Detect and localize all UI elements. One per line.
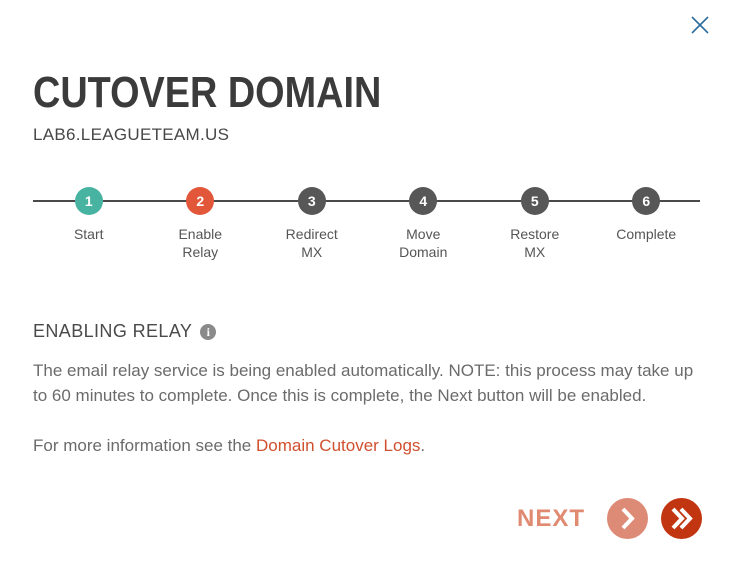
step-circle-1: 1 [74,187,103,216]
step-start: 1 Start [33,187,145,261]
step-label: Restore MX [510,226,560,261]
more-info-suffix: . [420,436,426,456]
stepper-line [33,200,700,203]
step-move-domain: 4 Move Domain [368,187,480,261]
info-icon[interactable]: i [200,323,217,340]
next-label: NEXT [516,504,585,532]
cutover-progress-stepper: 1 Start 2 Enable Relay 3 Redirect MX 4 M… [33,187,702,267]
domain-cutover-logs-link[interactable]: Domain Cutover Logs [255,436,421,456]
footer-actions: NEXT [517,498,702,539]
more-info-paragraph: For more information see the Domain Cuto… [33,433,702,458]
step-circle-4: 4 [409,187,438,216]
step-label: Complete [616,226,677,243]
domain-subtitle: LAB6.LEAGUETEAM.US [33,125,230,145]
double-chevron-right-icon [661,498,702,539]
page-title: CUTOVER DOMAIN [33,0,702,116]
finish-button[interactable] [661,498,702,539]
step-label: Move Domain [399,226,448,261]
step-redirect-mx: 3 Redirect MX [256,187,368,261]
step-circle-6: 6 [632,187,661,216]
section-heading-row: ENABLING RELAY i [33,321,702,342]
step-circle-2: 2 [186,187,215,216]
step-enable-relay: 2 Enable Relay [145,187,257,261]
step-circle-3: 3 [297,187,326,216]
more-info-prefix: For more information see the [33,436,256,456]
close-button[interactable] [687,12,713,38]
close-icon [689,14,711,36]
step-label: Enable Relay [178,226,223,261]
chevron-right-icon [607,498,648,539]
status-description: The email relay service is being enabled… [33,361,694,406]
next-button[interactable] [607,498,648,539]
step-circle-5: 5 [520,187,549,216]
step-label: Redirect MX [285,226,338,261]
page-title-text: CUTOVER DOMAIN [33,68,382,117]
step-restore-mx: 5 Restore MX [479,187,591,261]
section-heading: ENABLING RELAY [33,321,193,342]
step-label: Start [73,226,104,243]
step-complete: 6 Complete [591,187,703,261]
